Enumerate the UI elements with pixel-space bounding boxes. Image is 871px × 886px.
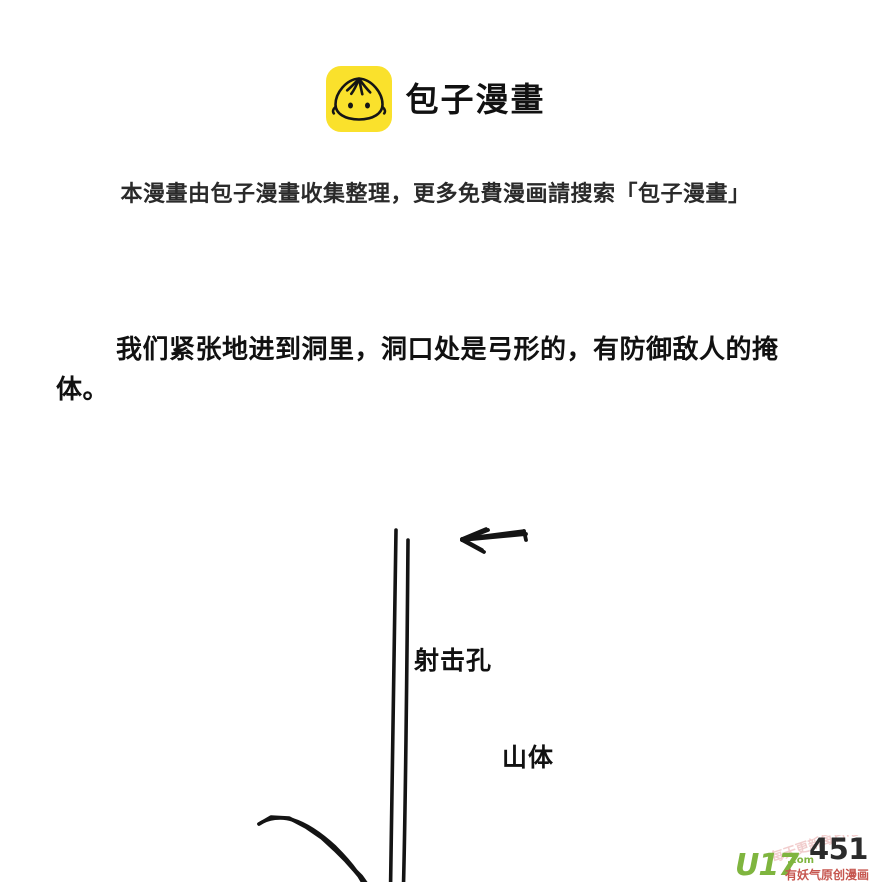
watermark-tagline-text: 有妖气原创漫画 bbox=[785, 867, 869, 882]
svg-text:.com: .com bbox=[787, 855, 814, 866]
comic-panel-drawing bbox=[0, 400, 871, 882]
svg-text:U17: U17 bbox=[735, 848, 799, 882]
label-mountain-body: 山体 bbox=[502, 743, 555, 772]
left-arrow-icon-real bbox=[460, 528, 528, 554]
page-number: 451 bbox=[808, 832, 869, 866]
comic-narration-text: 我们紧张地进到洞里，洞口处是弓形的，有防御敌人的掩体。 bbox=[56, 335, 779, 406]
label-firing-hole: 射击孔 bbox=[414, 646, 493, 675]
brand-title: 包子漫畫 bbox=[405, 79, 546, 119]
baozi-bun-icon bbox=[325, 66, 392, 132]
ridge-upper-visible bbox=[257, 528, 398, 882]
brand-header: 包子漫畫 bbox=[0, 66, 871, 132]
mountain-ridge-line bbox=[257, 538, 410, 882]
u17-watermark: 每天更新每日吧 U17 .com 有妖气原创漫画 451 bbox=[735, 823, 871, 883]
watermark-brand-mark: U17 .com bbox=[735, 848, 814, 883]
brand-subtitle: 本漫畫由包子漫畫收集整理，更多免費漫画請搜索「包子漫畫」 bbox=[120, 182, 751, 207]
